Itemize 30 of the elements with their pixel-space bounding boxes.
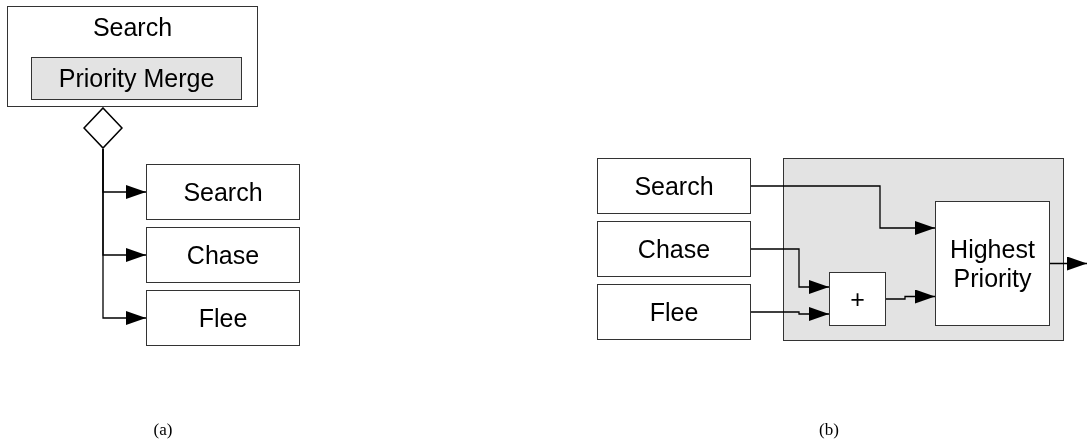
behavior-box bbox=[597, 284, 751, 340]
behavior-box bbox=[146, 227, 300, 283]
state-box bbox=[7, 6, 258, 107]
node-label: Chase bbox=[637, 234, 711, 264]
node-label: + bbox=[850, 284, 865, 314]
node-label: Priority Merge bbox=[58, 64, 215, 93]
merge-box bbox=[31, 57, 242, 100]
arrow bbox=[102, 148, 147, 325]
arrow bbox=[750, 248, 830, 294]
arrow bbox=[1049, 256, 1088, 271]
node-label: Search bbox=[183, 177, 263, 207]
arrow bbox=[885, 289, 936, 304]
node-label: Highest Priority bbox=[949, 234, 1036, 293]
subfigure-label: (a) bbox=[153, 420, 173, 440]
sum-box bbox=[829, 272, 886, 326]
behavior-box bbox=[146, 164, 300, 220]
node-label: Search bbox=[92, 13, 173, 42]
priority-box bbox=[935, 201, 1050, 326]
behavior-box bbox=[597, 221, 751, 277]
behavior-box bbox=[597, 158, 751, 214]
diamond-shape bbox=[83, 107, 123, 149]
arrow bbox=[750, 185, 936, 235]
arbiter-panel bbox=[783, 158, 1064, 341]
node-label: Search bbox=[634, 171, 714, 201]
subfigure-label: (b) bbox=[819, 420, 839, 440]
node-label: Flee bbox=[198, 303, 248, 333]
behavior-box bbox=[146, 290, 300, 346]
node-label: Flee bbox=[649, 297, 699, 327]
arrow bbox=[750, 307, 830, 321]
node-label: Chase bbox=[186, 240, 260, 270]
